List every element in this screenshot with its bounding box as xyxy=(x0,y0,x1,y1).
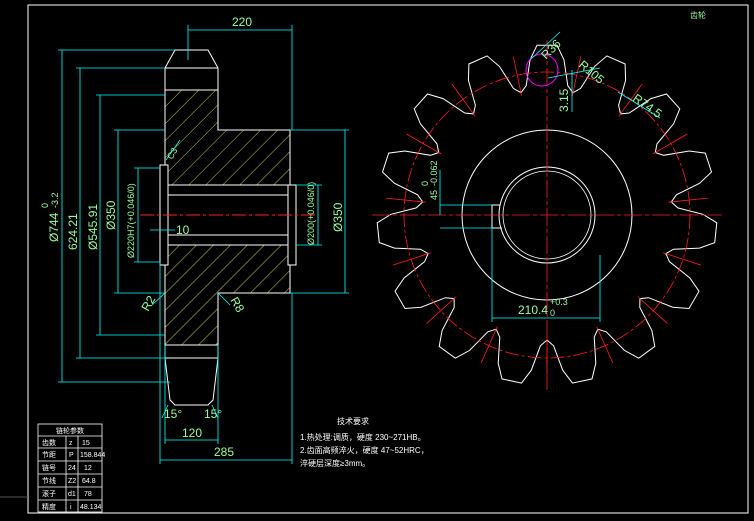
param-cell: z xyxy=(69,440,73,447)
tech-req-line-2: 2.齿面高频淬火，硬度 47~52HRC， xyxy=(300,445,429,455)
keyway xyxy=(491,204,502,229)
tech-req-line-1: 1.热处理:调质，硬度 230~271HB。 xyxy=(300,432,426,442)
param-cell: 滚子 xyxy=(42,489,56,498)
tooth-centerline xyxy=(668,197,709,203)
tooth-centerline xyxy=(426,296,457,324)
dim-10: 10 xyxy=(176,223,190,237)
param-cell: 78 xyxy=(84,491,92,498)
section-dim-text: 220 Ø744 0 -3.2 624.21 Ø545.91 Ø350 Ø220… xyxy=(40,15,345,459)
dim-r36: R36 xyxy=(538,36,564,62)
tooth-centerline xyxy=(652,133,688,155)
tooth-centerlines xyxy=(385,56,709,377)
gear-tooth-profile xyxy=(376,44,718,384)
dim-d545: Ø545.91 xyxy=(86,204,100,250)
tooth-centerline xyxy=(406,133,442,155)
section-view xyxy=(140,49,315,406)
tooth-centerline xyxy=(596,326,614,364)
section-hatch-bottom xyxy=(164,244,291,346)
param-table xyxy=(37,423,103,513)
root-radius-marker xyxy=(525,53,559,87)
dim-bore-h7: Ø220H7(+0.046/0) xyxy=(126,183,136,258)
param-cell: 24 xyxy=(68,465,76,472)
dim-r2: R2 xyxy=(138,293,158,314)
dim-315: 3.15 xyxy=(557,88,571,112)
tooth-centerline xyxy=(385,197,426,203)
title-mark: 齿轮 xyxy=(690,10,706,20)
param-cell: i xyxy=(70,504,72,511)
param-cell: 15 xyxy=(82,440,90,447)
dim-d350-left: Ø350 xyxy=(104,200,118,230)
tooth-centerline xyxy=(392,252,432,266)
section-dimensions xyxy=(58,25,349,464)
dim-keyway-depth: 210.4 xyxy=(518,303,548,317)
front-dimensions xyxy=(439,31,661,322)
param-cell: 48.134 xyxy=(80,504,102,511)
param-table-text: 链轮参数 齿数 z 15 节距 P 158.844 链号 24 12 节线 Z2… xyxy=(42,426,105,511)
tech-requirements: 技术要求 1.热处理:调质，硬度 230~271HB。 2.齿面高频淬火，硬度 … xyxy=(300,416,429,468)
param-cell: 精度 xyxy=(42,502,56,511)
dim-120: 120 xyxy=(182,426,202,440)
param-cell: P xyxy=(69,452,74,459)
param-cell: Z2 xyxy=(68,478,76,485)
tooth-centerline xyxy=(572,56,582,96)
dim-r74: R74.5 xyxy=(630,91,665,121)
dim-r8: R8 xyxy=(227,295,247,316)
tech-req-line-3: 淬硬层深度≥3mm。 xyxy=(300,458,370,468)
param-cell: 链号 xyxy=(42,463,56,472)
rim-top-outline xyxy=(164,49,219,90)
dim-keyway-tol-dn: 0 xyxy=(550,308,555,318)
dim-285: 285 xyxy=(214,445,234,459)
dim-220: 220 xyxy=(232,15,252,29)
section-hatch-top xyxy=(164,89,291,186)
param-cell: 节距 xyxy=(42,451,56,459)
dim-d744: Ø744 xyxy=(47,212,61,242)
param-cell: 158.844 xyxy=(80,452,105,459)
dim-624: 624.21 xyxy=(66,213,80,250)
param-cell: 齿数 xyxy=(42,438,56,447)
tooth-centerline xyxy=(512,56,522,96)
tooth-centerline xyxy=(451,83,476,117)
tech-req-title: 技术要求 xyxy=(337,416,369,426)
dim-keyway-tol-up: +0.3 xyxy=(550,297,568,307)
param-table-title: 链轮参数 xyxy=(56,426,84,435)
dim-chamfer: C3 xyxy=(165,146,179,161)
param-cell: 64.8 xyxy=(82,478,96,485)
front-dim-text: R36 R105 3.15 R74.5 45 0 -0.062 210.4 +0… xyxy=(420,36,665,318)
dim-d350-right: Ø350 xyxy=(331,202,345,232)
dim-r105: R105 xyxy=(576,58,607,87)
drawing-frame xyxy=(27,4,749,514)
dim-d744-tol-dn: -3.2 xyxy=(50,192,60,208)
dim-angle-right: 15° xyxy=(204,407,222,421)
dim-key-tol-up: 0 xyxy=(420,181,430,186)
tooth-centerline xyxy=(637,296,668,324)
tooth-centerline xyxy=(480,326,498,364)
param-cell: 12 xyxy=(84,465,92,472)
tooth-centerline xyxy=(662,252,702,266)
param-cell: 节线 xyxy=(42,476,56,485)
dim-key-tol-dn: -0.062 xyxy=(429,160,439,186)
dim-d744-tol-up: 0 xyxy=(40,203,50,208)
dim-key-width: 45 xyxy=(429,190,439,200)
rim-bottom-outline xyxy=(164,345,219,406)
dim-angle-left: 15° xyxy=(164,407,182,421)
dim-d200: Ø200(+0.046/0) xyxy=(306,182,316,245)
front-view xyxy=(372,40,722,390)
param-cell: d1 xyxy=(68,491,76,498)
